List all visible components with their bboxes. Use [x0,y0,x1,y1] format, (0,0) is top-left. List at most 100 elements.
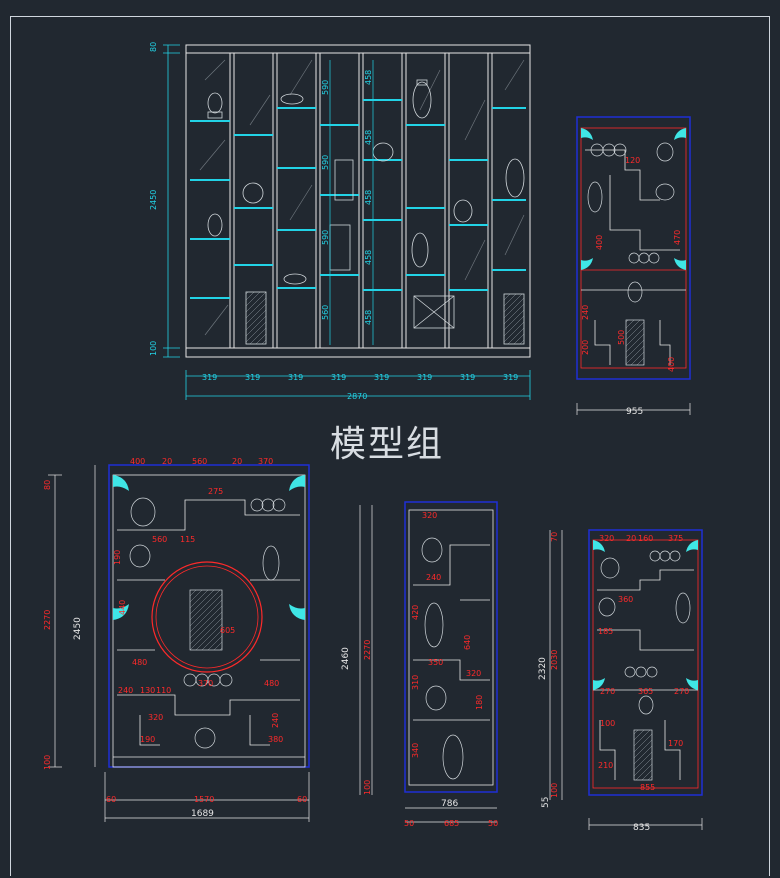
elev1-col-label: 319 [503,373,518,382]
elev4-tag: 240 [426,573,441,582]
elevation-1 [163,44,531,400]
elev3-tag: 115 [180,535,195,544]
elev3-tag: 240 [118,686,133,695]
elev5-bottom-off: 100 [550,783,559,798]
elevation-4 [359,501,498,823]
elev5-tag: 185 [598,627,613,636]
elev4-tag: 350 [428,658,443,667]
elev4-height-b: 2270 [363,640,372,660]
elev5-bottom2: 55 [541,797,551,808]
elev4-total: 685 [444,819,459,828]
elev1-center-label: 560 [321,305,330,320]
elev1-right-label: 458 [364,190,373,205]
elev5-width: 855 [640,783,655,792]
elev3-tag: 320 [148,713,163,722]
elev4-tag: 310 [411,675,420,690]
elev2-tag: 240 [581,305,590,320]
elev1-col-label: 319 [245,373,260,382]
elev4-tag: 320 [466,669,481,678]
elev2-tag: 470 [673,230,682,245]
elev4-tag: 420 [411,605,420,620]
elev2-width: 955 [626,407,643,417]
elev5-tag: 270 [600,687,615,696]
elev3-tag: 480 [132,658,147,667]
elev1-right-label: 458 [364,130,373,145]
elev1-right-label: 458 [364,310,373,325]
elev4-bottom-off: 100 [363,780,372,795]
elev4-right-off: 50 [488,819,498,828]
elev3-top-label: 20 [162,457,172,466]
elev2-tag: 120 [625,156,640,165]
elev3-top-label: 400 [130,457,145,466]
elev3-left-off: 60 [106,795,116,804]
elev3-height-a: 2450 [73,617,83,640]
elev1-total-label: 2870 [347,392,367,401]
elev1-center-label: 590 [321,230,330,245]
elev4-left-off: 50 [404,819,414,828]
elevation-5 [549,529,703,830]
elev5-height-a: 2320 [538,657,548,680]
elev5-tag: 210 [598,761,613,770]
elev2-tag: 500 [617,330,626,345]
elev1-col-label: 319 [460,373,475,382]
elev1-center-label: 590 [321,80,330,95]
elev5-tag: 360 [618,595,633,604]
elev3-tag: 380 [268,735,283,744]
elev4-width: 786 [441,799,458,809]
elev3-tag: 605 [220,626,235,635]
elev3-tag: 240 [271,713,280,728]
elev5-tag: 100 [600,719,615,728]
elev2-tag: 400 [667,357,676,372]
elevation-3 [48,464,310,822]
drawing-title: 模型组 [330,424,445,465]
elev3-total: 1689 [191,809,214,819]
elev3-right-off: 60 [297,795,307,804]
elev4-top: 320 [422,511,437,520]
elev3-width: 1570 [194,795,214,804]
elev3-tag: 190 [113,550,122,565]
elev1-col-label: 319 [331,373,346,382]
elev3-tag: 110 [156,686,171,695]
elev3-tag: 370 [198,679,213,688]
elev3-tag: 190 [140,735,155,744]
elevation-2 [576,116,691,415]
elev3-height-b: 2270 [43,610,52,630]
elev1-center-label: 590 [321,155,330,170]
elev3-bottom-off: 100 [43,755,52,770]
elev2-tag: 400 [595,235,604,250]
elev1-bottom-label: 100 [149,341,158,356]
elev1-top-label: 80 [149,42,158,52]
elev4-tag: 640 [463,635,472,650]
elev4-tag: 340 [411,743,420,758]
elev3-tag: 440 [118,600,127,615]
elev3-tag: 275 [208,487,223,496]
elev1-col-label: 319 [417,373,432,382]
elev5-tag: 365 [638,687,653,696]
elev3-top-label: 560 [192,457,207,466]
elev1-col-label: 319 [288,373,303,382]
elev1-col-label: 319 [374,373,389,382]
elev4-tag: 180 [475,695,484,710]
elev2-tag: 200 [581,340,590,355]
elev4-height-a: 2460 [341,647,351,670]
elev1-col-label: 319 [202,373,217,382]
elev3-tag: 130 [140,686,155,695]
elev3-tag: 560 [152,535,167,544]
drawing-frame [10,16,770,876]
elev5-top-off: 70 [550,532,559,542]
elev3-top-off: 80 [43,480,52,490]
elev3-tag: 480 [264,679,279,688]
elev1-right-label: 458 [364,70,373,85]
elev1-height-label: 2450 [149,190,158,210]
elev1-right-label: 458 [364,250,373,265]
elev5-tag: 170 [668,739,683,748]
elev3-top-label: 370 [258,457,273,466]
elev5-top: 375 [668,534,683,543]
elev3-top-label: 20 [232,457,242,466]
elev5-height-b: 2030 [550,650,559,670]
elev5-tag: 270 [674,687,689,696]
elev5-top: 320 [599,534,614,543]
elev5-top: 160 [638,534,653,543]
